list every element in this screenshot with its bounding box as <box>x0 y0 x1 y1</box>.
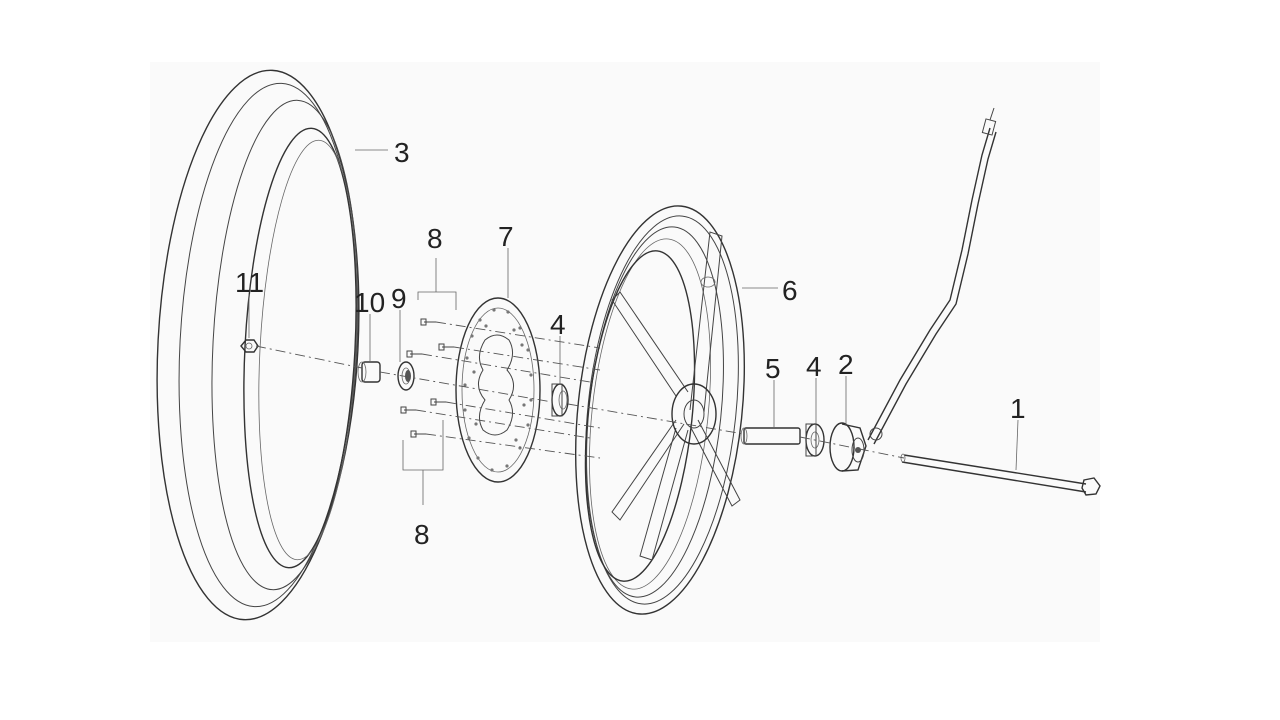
leader-lines <box>248 149 1019 471</box>
spacer <box>357 361 381 383</box>
callout-8-lower: 8 <box>414 519 430 550</box>
disc-bolts-lower <box>400 398 446 438</box>
callout-5: 5 <box>765 353 781 384</box>
callout-8-upper: 8 <box>427 223 443 254</box>
brake-disc <box>455 297 541 483</box>
front-axle <box>900 453 1101 496</box>
axle-sleeve <box>740 427 801 445</box>
callout-1: 1 <box>1010 393 1026 424</box>
callout-10: 10 <box>354 287 385 318</box>
wheel-rim <box>574 205 746 615</box>
callout-7: 7 <box>498 221 514 252</box>
callout-9: 9 <box>391 283 407 314</box>
bearing-left <box>551 383 569 417</box>
speedometer-cable <box>867 107 997 445</box>
callout-11: 11 <box>235 267 264 298</box>
axle-nut <box>240 339 259 353</box>
assembly-centerlines <box>255 321 905 459</box>
callout-6: 6 <box>782 275 798 306</box>
callout-4-left: 4 <box>550 309 566 340</box>
bearing-right <box>805 423 825 457</box>
bolt-group-brackets <box>402 258 457 505</box>
disc-bolts-upper <box>406 318 454 358</box>
callout-2: 2 <box>838 349 854 380</box>
callout-3: 3 <box>394 137 410 168</box>
callout-numbers: 1 2 3 4 4 5 6 7 8 8 9 10 11 <box>235 137 1026 550</box>
diagram-background <box>150 62 1100 642</box>
callout-4-right: 4 <box>806 351 822 382</box>
tire <box>156 69 360 621</box>
